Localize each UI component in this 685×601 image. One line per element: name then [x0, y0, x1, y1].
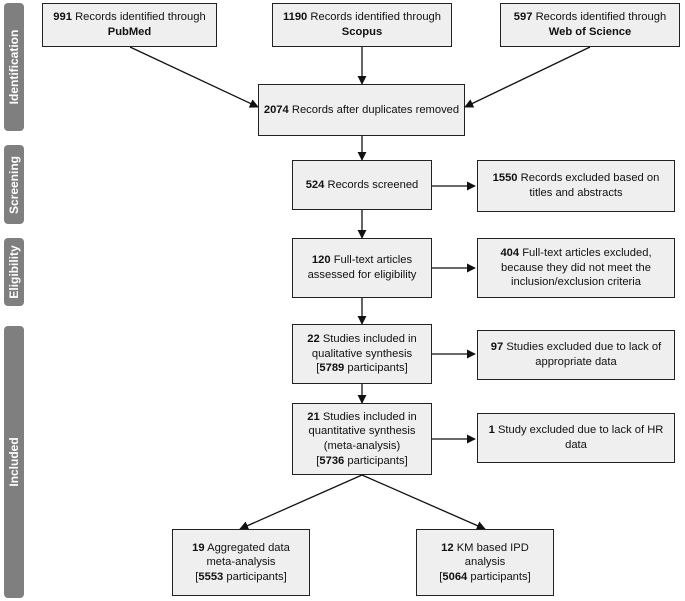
arrow-pubmed-to-dedup [129, 46, 259, 108]
arrow-wos-to-dedup [464, 46, 591, 108]
box-duplicates-removed: 2074 Records after duplicates removed [258, 84, 465, 136]
arrow-quantitative-to-ipd [361, 474, 486, 530]
phase-screening: Screening [4, 145, 24, 224]
phase-eligibility: Eligibility [4, 238, 24, 306]
phase-included: Included [4, 326, 24, 598]
box-fulltext-excluded: 404 Full-text articles excluded,because … [477, 238, 675, 298]
phase-identification: Identification [4, 3, 24, 131]
arrow-quantitative-to-aggregated [239, 474, 363, 530]
box-records-screened: 524 Records screened [292, 160, 432, 210]
